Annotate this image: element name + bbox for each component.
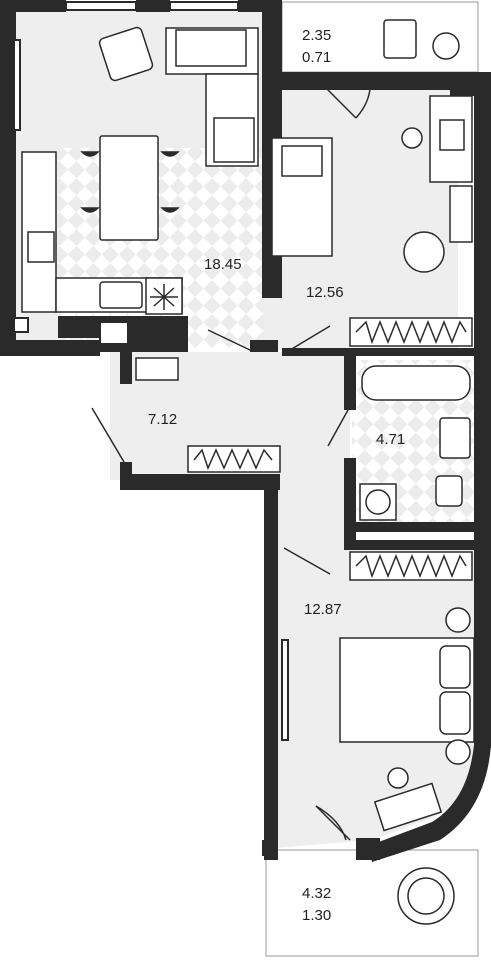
fridge-mark	[150, 284, 178, 310]
bedroom-2-area-label: 12.87	[304, 601, 342, 618]
desk-chair	[401, 127, 423, 149]
stove	[27, 231, 55, 263]
wall-hall-bottom	[120, 474, 280, 490]
wall-kitchen-bottom-left	[0, 340, 100, 356]
wall-bath-bottom	[344, 522, 480, 532]
wall-bath-left-top	[344, 352, 356, 410]
toilet	[435, 475, 463, 507]
wall-bedroom2-right	[474, 548, 491, 748]
bath-sink	[439, 417, 471, 459]
dining-chair	[80, 151, 180, 213]
wall-top-between-windows	[136, 0, 170, 12]
wall-right-outer	[474, 72, 491, 560]
double-bed-pillow-bottom	[439, 691, 471, 735]
washing-machine-drum	[365, 489, 391, 515]
double-bed-pillow-top	[439, 645, 471, 689]
balcony-table	[383, 19, 417, 59]
hallway-area-label: 7.12	[148, 411, 178, 428]
door-bedroom2-leaf	[283, 547, 331, 575]
door-balcony-top-swing	[355, 79, 371, 119]
door-bedroom1-leaf	[289, 325, 331, 351]
window-bedroom2-left	[281, 639, 289, 741]
balcony-chair	[432, 32, 460, 60]
wall-column	[99, 321, 129, 345]
bookshelf	[449, 185, 473, 243]
wall-bath-left-bottom	[344, 458, 356, 548]
bathtub	[361, 365, 471, 401]
balcony-top-area-label: 2.35	[302, 27, 332, 44]
dining-table	[99, 135, 159, 241]
bed-single-pillow	[281, 145, 323, 177]
door-kitchen-leaf	[207, 329, 251, 351]
wall-bedroom1-right-top	[450, 72, 474, 96]
wall-corridor-left	[264, 474, 278, 860]
window-kitchen-top-right	[169, 1, 239, 11]
furniture	[21, 19, 475, 925]
wall-bedroom2-curve	[368, 745, 491, 862]
kitchen-living-area-label: 18.45	[204, 256, 242, 273]
wardrobe-bedroom1-hangers	[355, 319, 467, 345]
wall-bedroom2-bottom-jamb	[356, 838, 380, 860]
wall-corridor-bottom	[262, 840, 278, 856]
door-balcony-top-leaf	[317, 79, 357, 119]
balcony-bottom-area-label: 4.32	[302, 885, 332, 902]
doors	[91, 79, 371, 841]
sink	[99, 281, 143, 309]
wall-bedroom2-top	[344, 540, 480, 550]
hallway-wardrobe-hangers	[193, 448, 273, 471]
wall-hall-left	[120, 352, 132, 384]
nightstand-bottom	[445, 739, 471, 765]
bathroom-area-label: 4.71	[376, 431, 406, 448]
hallway-corridor-floor	[275, 470, 350, 550]
balcony-bottom-secondary-area-label: 1.30	[302, 907, 332, 924]
door-bath-leaf	[327, 409, 349, 447]
bedroom-1-area-label: 12.56	[306, 284, 344, 301]
bedroom1-armchair	[403, 231, 445, 273]
door-hall-left-leaf	[91, 407, 125, 463]
wall-top-left-corner	[0, 0, 66, 12]
wall-outer-left	[0, 0, 16, 352]
door-balcony-bottom-swing	[315, 805, 347, 841]
armchair	[98, 26, 154, 82]
wall-bedroom1-top	[262, 72, 462, 90]
desk-laptop	[439, 119, 465, 151]
balcony-top-secondary-area-label: 0.71	[302, 49, 332, 66]
balcony-bottom-chair-seat	[407, 877, 445, 915]
window-kitchen-top-left	[65, 1, 137, 11]
hallway-shelf	[135, 357, 179, 381]
wardrobe-bedroom2-hangers	[355, 553, 467, 579]
nightstand-top	[445, 607, 471, 633]
wall-kitchen-door-jamb	[250, 340, 278, 352]
wall-kitchen-small	[13, 317, 29, 333]
window-kitchen-left	[13, 39, 21, 131]
wall-bedroom1-bottom	[282, 348, 480, 356]
sofa-seat	[175, 29, 247, 67]
windows	[13, 1, 289, 741]
bedroom2-desk	[373, 782, 443, 832]
sofa-cushion	[213, 117, 255, 163]
bedroom2-chair	[387, 767, 409, 789]
